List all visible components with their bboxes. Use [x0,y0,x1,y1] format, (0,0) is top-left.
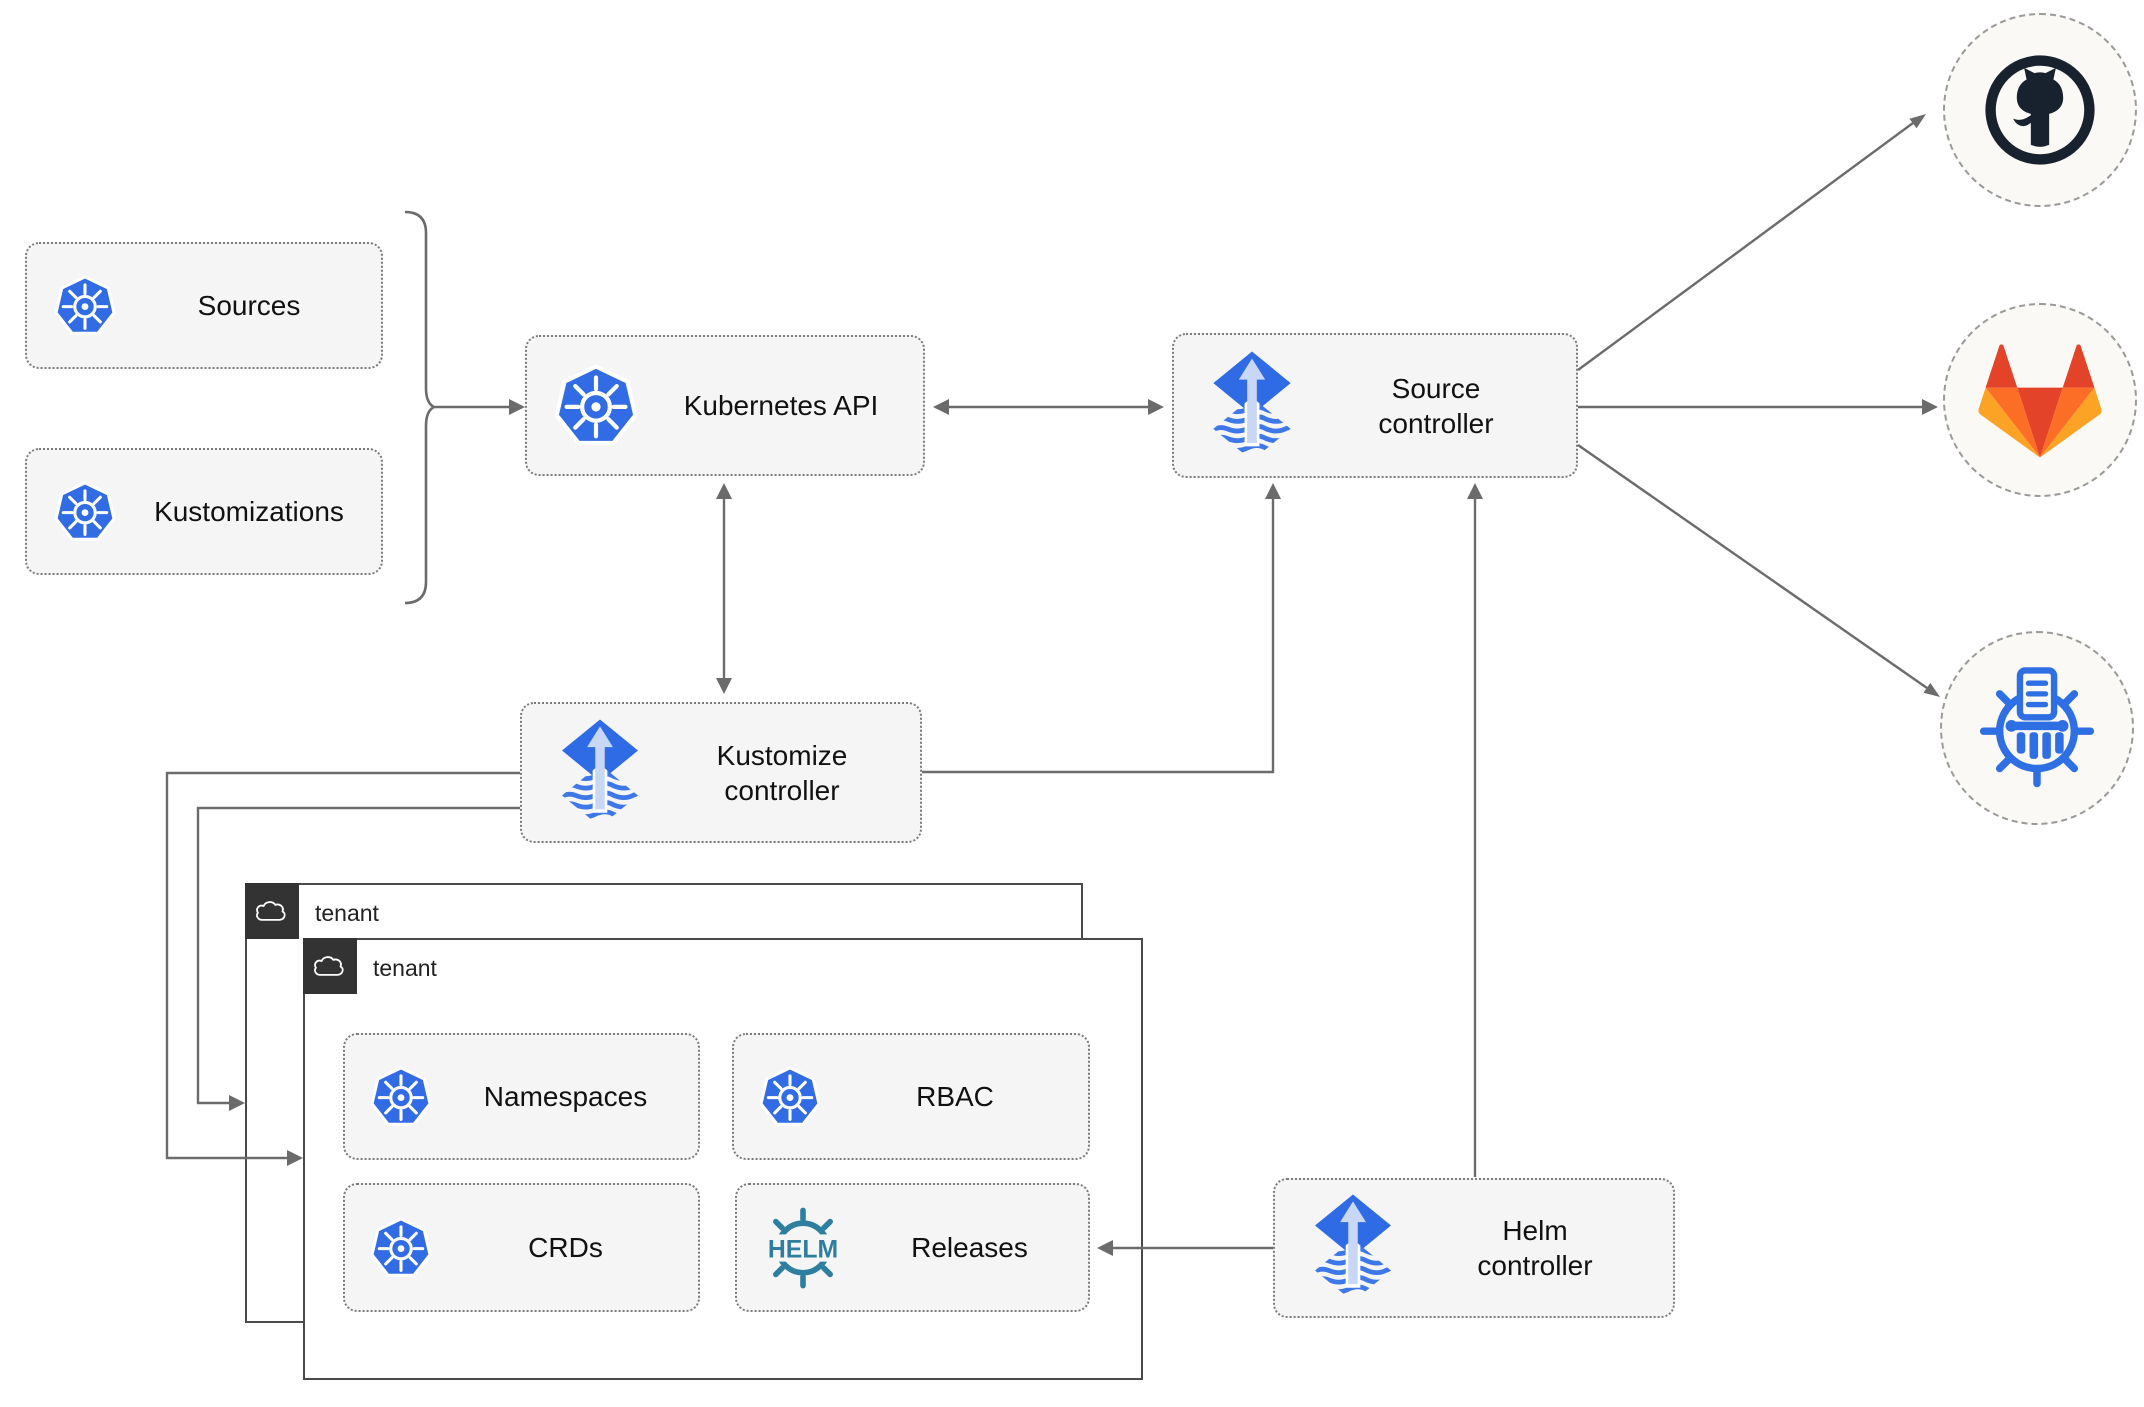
node-crds: CRDs [343,1183,700,1312]
node-helm-controller: Helm controller [1273,1178,1675,1318]
node-releases-label: Releases [911,1232,1028,1263]
node-kustomizations: Kustomizations [25,448,383,575]
gitlab-icon [1978,338,2102,462]
tenant-back-header [245,883,299,939]
node-rbac-label: RBAC [916,1081,994,1112]
node-crds-label: CRDs [528,1232,603,1263]
arrowhead [1148,399,1164,415]
node-source-controller-label: Source controller [1378,372,1494,439]
tenant-front-header [303,938,357,994]
kubernetes-icon [53,274,117,337]
arrowhead [716,483,732,499]
tenant-front-label: tenant [373,955,437,981]
node-sources-label: Sources [197,290,301,321]
kubernetes-icon [369,1216,433,1279]
tenant-back-label: tenant [315,900,379,926]
arrowhead [933,399,949,415]
brace-connector [404,210,437,605]
kubernetes-icon [553,364,639,448]
flux-icon [1309,1191,1397,1305]
flux-icon [556,716,644,830]
flux-icon [1208,348,1296,464]
github-icon [1979,49,2101,171]
gitlab-provider-circle [1943,303,2137,497]
node-rbac: RBAC [732,1033,1090,1160]
arrowhead [229,1095,245,1111]
helm-logo-text: HELM [768,1236,838,1263]
arrowhead [1922,399,1938,415]
node-helm-controller-label: Helm controller [1477,1215,1593,1281]
cloud-icon [254,898,290,925]
node-kubernetes-api: Kubernetes API [525,335,925,476]
chart-repository-provider-circle [1940,631,2134,825]
node-namespaces: Namespaces [343,1033,700,1160]
node-kustomize-controller: Kustomize controller [520,702,922,843]
arrowhead [509,399,525,415]
node-kustomize-controller-label: Kustomize controller [716,739,848,806]
node-sources: Sources [25,242,383,369]
arrowhead [1265,483,1281,499]
cloud-icon [312,953,348,980]
node-kustomizations-label: Kustomizations [154,496,344,527]
kubernetes-icon [758,1065,822,1128]
chart-repository-icon [1973,664,2101,792]
node-kubernetes-api-label: Kubernetes API [683,390,879,421]
node-source-controller: Source controller [1172,333,1578,478]
github-provider-circle [1943,13,2137,207]
kubernetes-icon [369,1065,433,1128]
kubernetes-icon [53,480,117,543]
arrowhead [1923,682,1940,697]
node-namespaces-label: Namespaces [483,1081,648,1112]
node-releases: HELM Releases [735,1183,1090,1312]
arrowhead [716,678,732,694]
helm-logo-icon: HELM [755,1207,851,1289]
arrowhead [1467,483,1483,499]
arrowhead [1909,114,1926,129]
